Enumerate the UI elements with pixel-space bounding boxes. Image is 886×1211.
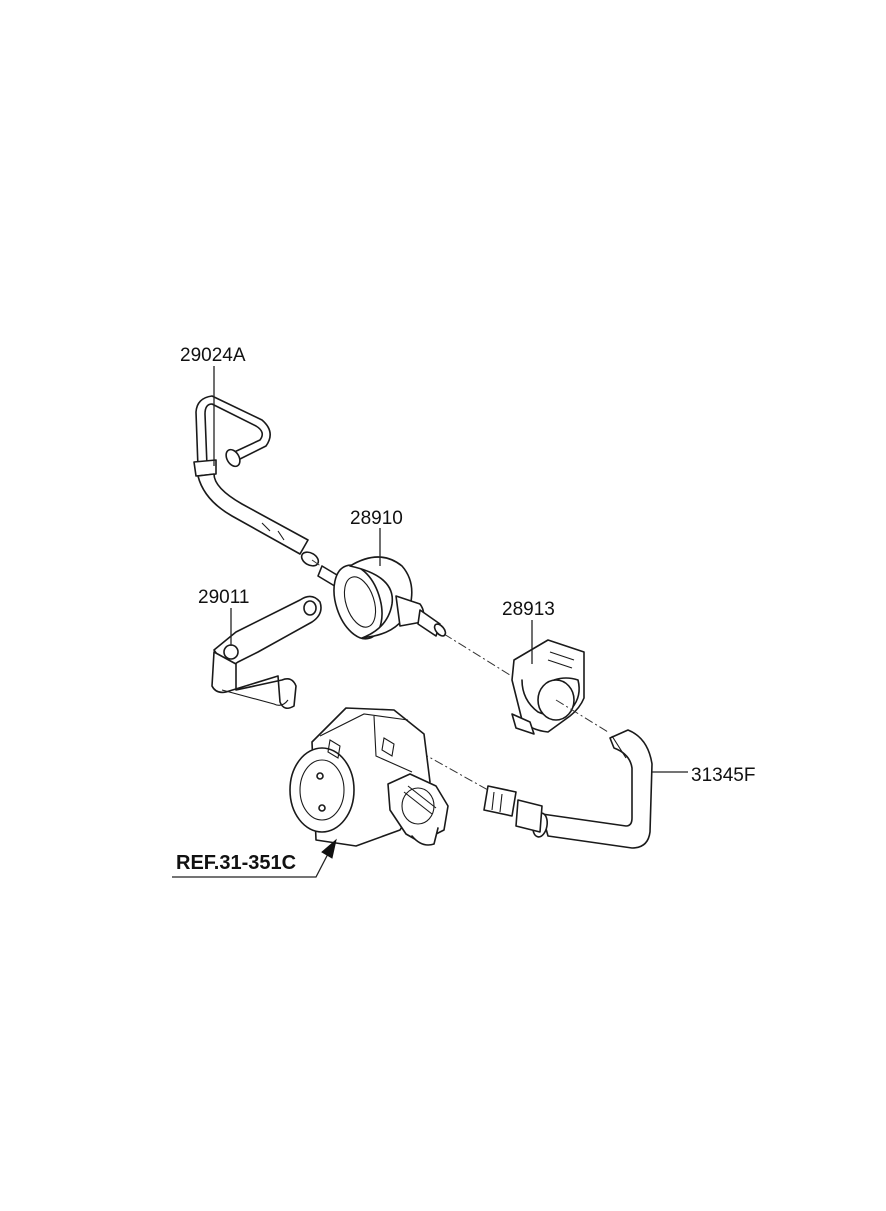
label-ref: REF.31-351C — [176, 852, 296, 874]
clamp-28913 — [511, 639, 585, 735]
leader-lines — [172, 366, 688, 878]
label-29011: 29011 — [198, 587, 249, 608]
ref-arrow-icon — [321, 838, 337, 859]
bracket-29011 — [211, 595, 322, 710]
label-31345f: 31345F — [691, 765, 755, 786]
throttle-body — [289, 707, 449, 847]
label-28913: 28913 — [502, 599, 555, 620]
label-28910: 28910 — [350, 508, 403, 529]
assembly-line-1 — [311, 559, 339, 579]
leader-ref — [172, 849, 331, 878]
hose-31345f — [483, 729, 653, 849]
hose-29024a — [193, 395, 320, 567]
vacuum-valve-28910 — [317, 556, 447, 640]
assembly-line-4 — [419, 751, 489, 791]
assembly-line-2 — [443, 633, 519, 681]
assembly-line-3 — [555, 699, 609, 733]
label-29024a: 29024A — [180, 345, 246, 366]
